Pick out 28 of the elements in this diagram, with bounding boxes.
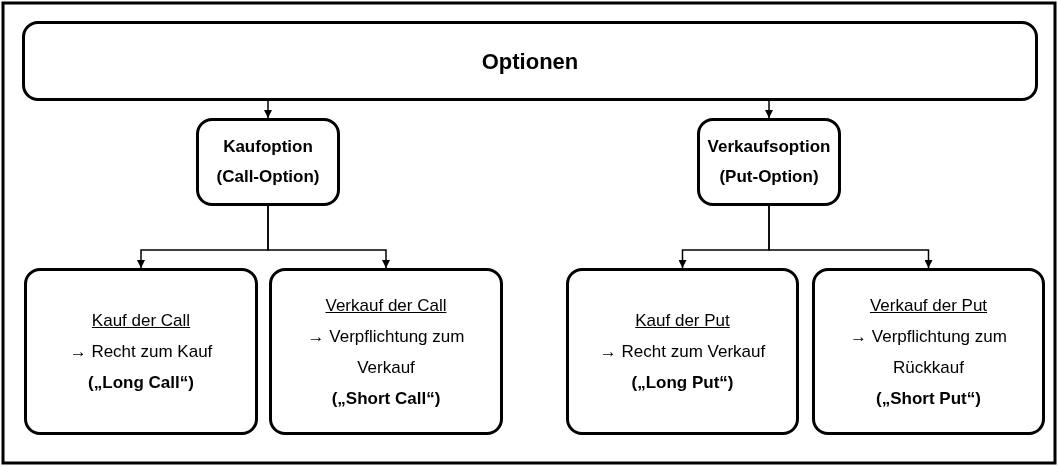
category-box	[196, 118, 340, 206]
nickname-text: („Long Put“)	[630, 372, 735, 394]
description-text: → Recht zum Verkauf	[598, 341, 767, 363]
option-box	[24, 268, 258, 435]
heading-text: Verkauf der Put	[868, 294, 989, 317]
subheading-text: (Put-Option)	[719, 166, 819, 188]
option-box	[812, 268, 1045, 435]
heading-text: Verkauf der Call	[324, 294, 448, 317]
header-box	[22, 21, 1038, 101]
arrow	[264, 100, 272, 119]
heading-text: Verkaufsoption	[707, 136, 831, 158]
arrow	[267, 205, 390, 269]
nickname-text: („Long Call“)	[87, 372, 195, 394]
nickname-text: („Short Call“)	[330, 387, 442, 410]
arrow	[768, 205, 933, 269]
description-text: → Recht zum Kauf	[68, 341, 214, 363]
heading-text: Kauf der Put	[634, 310, 731, 332]
option-box	[566, 268, 799, 435]
nickname-text: („Short Put“)	[875, 387, 982, 410]
option-box	[269, 268, 503, 435]
heading-text: Kauf der Call	[90, 310, 192, 332]
heading-text: Kaufoption	[223, 136, 313, 158]
description-text: → Verpflichtung zum Rückkauf	[849, 325, 1008, 379]
subheading-text: (Call-Option)	[216, 166, 320, 188]
title-text: Optionen	[481, 47, 579, 76]
description-text: → Verpflichtung zum Verkauf	[306, 325, 466, 379]
arrow	[765, 100, 773, 119]
category-box	[697, 118, 841, 206]
